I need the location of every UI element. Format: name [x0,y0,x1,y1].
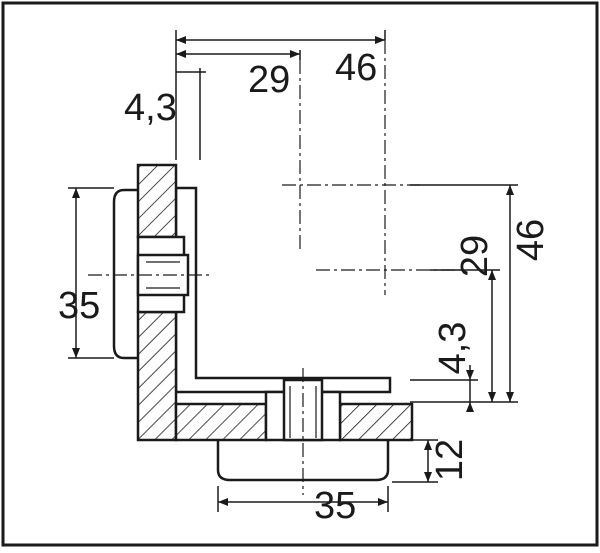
dimension-lines [68,30,518,512]
dim-top-center: 29 [248,59,290,101]
dim-left-height: 35 [58,285,100,327]
dim-bottom-height: 12 [429,439,471,481]
dim-right-thickness: 4,3 [432,322,474,375]
dim-right-overall: 46 [510,219,552,261]
hinge-body [112,163,414,482]
thread-lines [146,261,317,438]
dim-right-center: 29 [454,235,496,277]
dim-bottom-width: 35 [314,485,356,527]
dim-top-overall: 46 [335,47,377,89]
dim-top-thickness: 4,3 [124,87,177,129]
arrowheads [72,36,514,506]
